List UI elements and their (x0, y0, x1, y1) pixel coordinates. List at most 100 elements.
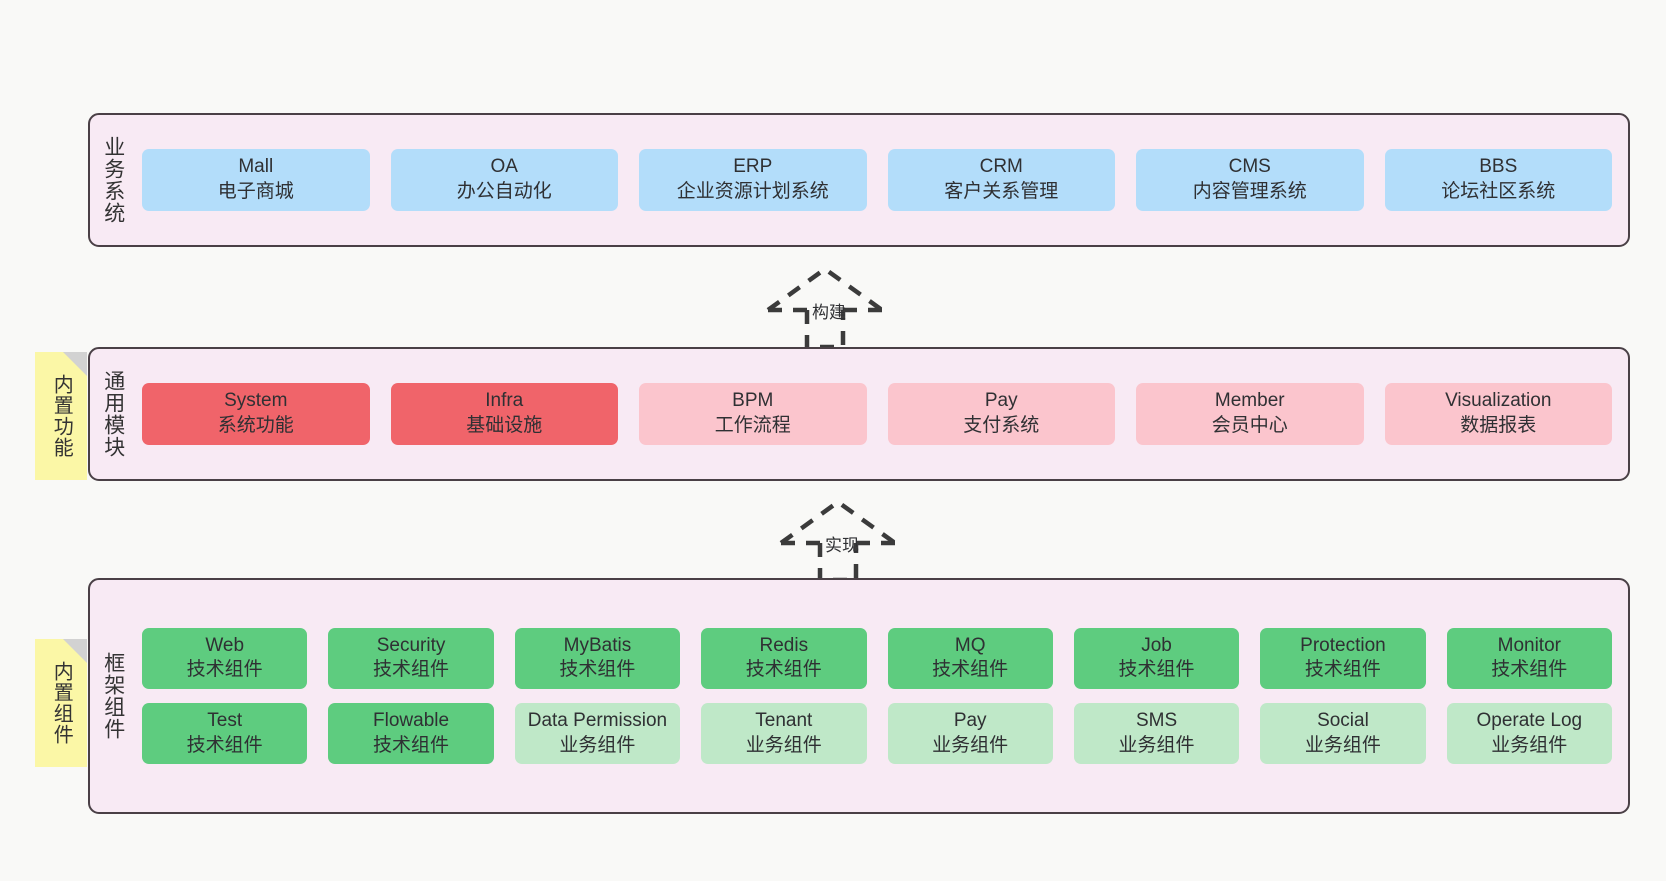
sticky-note-builtin-components: 内置组件 (35, 639, 87, 767)
card-title: CRM (979, 156, 1023, 178)
card-sms[interactable]: SMS 业务组件 (1073, 703, 1240, 765)
card-subtitle: 办公自动化 (456, 181, 552, 202)
card-title: Social (1317, 710, 1369, 731)
card-subtitle: 技术组件 (932, 659, 1009, 681)
card-security[interactable]: Security 技术组件 (328, 627, 494, 689)
card-subtitle: 技术组件 (1304, 659, 1381, 681)
card-title: Monitor (1497, 634, 1561, 656)
layer-common-module: 通用模块 System 系统功能 Infra 基础设施 BPM 工作流程 Pay… (88, 347, 1630, 481)
card-subtitle: 技术组件 (559, 659, 636, 681)
layer-framework-component: 框架组件 Web 技术组件 Security 技术组件 MyBatis 技术组件… (88, 578, 1630, 814)
card-subtitle: 技术组件 (1491, 659, 1568, 681)
card-web[interactable]: Web 技术组件 (142, 627, 308, 689)
card-bpm[interactable]: BPM 工作流程 (639, 383, 867, 445)
card-title: Redis (759, 634, 809, 656)
card-row: Test 技术组件 Flowable 技术组件 Data Permission … (142, 703, 1612, 765)
card-title: Security (376, 634, 446, 656)
card-flowable[interactable]: Flowable 技术组件 (328, 703, 494, 765)
card-subtitle: 工作流程 (714, 415, 791, 436)
card-crm[interactable]: CRM 客户关系管理 (887, 149, 1115, 211)
sticky-note-label: 内置功能 (50, 374, 73, 458)
card-subtitle: 业务组件 (559, 734, 636, 756)
card-title: Mall (238, 156, 274, 178)
card-subtitle: 技术组件 (1118, 659, 1195, 681)
card-subtitle: 电子商城 (217, 181, 294, 202)
card-system[interactable]: System 系统功能 (142, 383, 370, 445)
card-pay[interactable]: Pay 支付系统 (887, 383, 1115, 445)
card-title: Visualization (1445, 390, 1552, 412)
card-subtitle: 内容管理系统 (1192, 181, 1307, 202)
card-title: Member (1214, 390, 1285, 412)
card-title: BBS (1479, 156, 1518, 178)
card-job[interactable]: Job 技术组件 (1073, 627, 1240, 689)
card-subtitle: 业务组件 (745, 734, 822, 756)
arrow-implement-label: 实现 (825, 536, 859, 555)
card-protection[interactable]: Protection 技术组件 (1260, 627, 1426, 689)
card-visualization[interactable]: Visualization 数据报表 (1384, 383, 1612, 445)
card-test[interactable]: Test 技术组件 (142, 703, 308, 765)
card-subtitle: 技术组件 (373, 734, 450, 756)
card-title: ERP (733, 156, 773, 178)
card-title: Web (205, 634, 245, 656)
card-title: Protection (1300, 634, 1386, 656)
arrow-implement: 实现 (768, 495, 918, 583)
card-subtitle: 业务组件 (1118, 734, 1195, 756)
card-infra[interactable]: Infra 基础设施 (390, 383, 618, 445)
card-subtitle: 技术组件 (745, 659, 822, 681)
card-pay-business[interactable]: Pay 业务组件 (887, 703, 1053, 765)
layer-cards-business-system: Mall 电子商城 OA 办公自动化 ERP 企业资源计划系统 CRM 客户关系… (136, 115, 1628, 245)
card-title: MQ (954, 634, 986, 656)
card-erp[interactable]: ERP 企业资源计划系统 (639, 149, 867, 211)
card-redis[interactable]: Redis 技术组件 (701, 627, 867, 689)
card-member[interactable]: Member 会员中心 (1136, 383, 1364, 445)
card-title: Tenant (755, 710, 813, 731)
card-operate-log[interactable]: Operate Log 业务组件 (1446, 703, 1612, 765)
card-row: Web 技术组件 Security 技术组件 MyBatis 技术组件 Redi… (142, 627, 1612, 689)
card-subtitle: 业务组件 (1304, 734, 1381, 756)
card-bbs[interactable]: BBS 论坛社区系统 (1384, 149, 1612, 211)
card-title: BPM (732, 390, 774, 412)
sticky-note-builtin-features: 内置功能 (35, 352, 87, 480)
card-cms[interactable]: CMS 内容管理系统 (1136, 149, 1364, 211)
card-title: OA (490, 156, 518, 178)
card-row: Mall 电子商城 OA 办公自动化 ERP 企业资源计划系统 CRM 客户关系… (142, 149, 1612, 211)
card-subtitle: 业务组件 (932, 734, 1009, 756)
card-title: Infra (485, 390, 524, 412)
card-title: Flowable (373, 710, 450, 731)
card-subtitle: 系统功能 (217, 415, 294, 436)
card-title: Data Permission (527, 710, 668, 731)
note-fold-icon (63, 639, 87, 663)
card-mq[interactable]: MQ 技术组件 (887, 627, 1053, 689)
arrow-build-label: 构建 (812, 303, 846, 322)
layer-title-common-module: 通用模块 (101, 370, 125, 458)
card-title: Test (207, 710, 243, 731)
card-title: System (224, 390, 288, 412)
card-subtitle: 企业资源计划系统 (676, 181, 829, 202)
card-title: Pay (984, 390, 1018, 412)
card-oa[interactable]: OA 办公自动化 (390, 149, 618, 211)
arrow-build: 构建 (755, 262, 905, 350)
card-subtitle: 论坛社区系统 (1441, 181, 1556, 202)
card-mall[interactable]: Mall 电子商城 (142, 149, 370, 211)
card-social[interactable]: Social 业务组件 (1260, 703, 1426, 765)
card-subtitle: 支付系统 (963, 415, 1040, 436)
layer-business-system: 业务系统 Mall 电子商城 OA 办公自动化 ERP 企业资源计划系统 CRM… (88, 113, 1630, 247)
card-title: CMS (1228, 156, 1271, 178)
card-row: System 系统功能 Infra 基础设施 BPM 工作流程 Pay 支付系统… (142, 383, 1612, 445)
card-data-permission[interactable]: Data Permission 业务组件 (514, 703, 681, 765)
layer-title-framework-component: 框架组件 (101, 652, 125, 740)
card-subtitle: 技术组件 (186, 659, 263, 681)
layer-cards-framework-component: Web 技术组件 Security 技术组件 MyBatis 技术组件 Redi… (136, 580, 1628, 812)
card-title: SMS (1135, 710, 1178, 731)
card-subtitle: 技术组件 (186, 734, 263, 756)
card-tenant[interactable]: Tenant 业务组件 (701, 703, 867, 765)
layer-cards-common-module: System 系统功能 Infra 基础设施 BPM 工作流程 Pay 支付系统… (136, 349, 1628, 479)
card-title: Pay (953, 710, 987, 731)
card-mybatis[interactable]: MyBatis 技术组件 (514, 627, 681, 689)
sticky-note-label: 内置组件 (50, 661, 73, 745)
card-monitor[interactable]: Monitor 技术组件 (1446, 627, 1612, 689)
card-subtitle: 数据报表 (1460, 415, 1537, 436)
note-fold-icon (63, 352, 87, 376)
card-subtitle: 业务组件 (1491, 734, 1568, 756)
